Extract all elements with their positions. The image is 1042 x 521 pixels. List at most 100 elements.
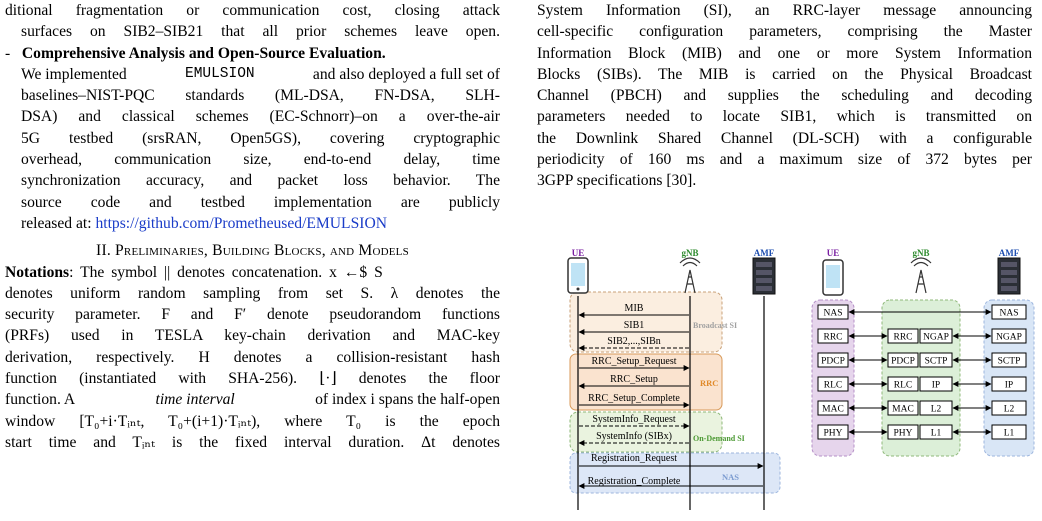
ue-stack-phy-box [817, 424, 849, 440]
amf-stack-server-icon [997, 257, 1021, 295]
amf-stack-l1-label: L1 [1004, 429, 1015, 439]
section-heading: II. Preliminaries, Building Blocks, and … [96, 242, 409, 260]
left-column: ditional fragmentation or communication … [5, 0, 500, 453]
text-line: Blocks (SIBs). The MIB is carried on the… [537, 65, 1032, 83]
text-line: (PRFs) used in TESLA key-chain derivatio… [5, 327, 500, 345]
amf-stack-l2-label: L2 [1004, 405, 1015, 415]
gnb-stack-mac-box [887, 400, 919, 416]
ue-stack-rrc-box [817, 328, 849, 344]
gnb-stack-l2-label: L2 [931, 405, 942, 415]
gnb-stack-ngap-label: NGAP [923, 333, 949, 343]
gnb-tower-icon [679, 257, 701, 294]
ue-stack-nas-box [817, 304, 849, 320]
amf-stack-ngap-label: NGAP [996, 333, 1022, 343]
text-line: DSA) and classical schemes (EC-Schnorr)–… [21, 108, 500, 126]
text-line: Information Block (MIB) and one or more … [537, 44, 1032, 62]
text-line: parameters needed to locate SIB1, which … [537, 108, 1032, 126]
gnb-stack-sctp-label: SCTP [925, 357, 948, 367]
msg-rrc-setup-complete: RRC_Setup_Complete [588, 393, 680, 404]
msg-sib1: SIB1 [624, 320, 645, 331]
gnb-stack-pdcp-box [887, 352, 919, 368]
gnb-stack-phy-box [887, 424, 919, 440]
broadcast-si-label: Broadcast SI [693, 321, 737, 330]
text-line: periodicity of 160 ms and a maximum size… [537, 151, 1032, 169]
amf-stack-sctp-box [991, 352, 1027, 368]
ue-phone-icon [567, 257, 589, 294]
text-line: baselines–NIST-PQC standards (ML-DSA, FN… [21, 87, 500, 105]
text-line: cell-specific configuration parameters, … [537, 23, 1032, 41]
ue-stack-rlc-label: RLC [824, 381, 842, 391]
gnb-stack-mac-label: MAC [892, 405, 914, 415]
gnb-stack-l1-label: L1 [931, 429, 942, 439]
notations-label: Notations [5, 263, 70, 281]
protocol-figure: UE gNB AMF MIB SIB1 SIB2,...,SIBn Broadc… [567, 248, 1035, 510]
amf-stack-l2-box [991, 400, 1027, 416]
nas-phase-label: NAS [722, 472, 739, 482]
scheme-name: EMULSION [185, 65, 255, 82]
ue-stack-pdcp-box [817, 352, 849, 368]
broadcast-si-region [569, 291, 723, 353]
text-line: the Downlink Shared Channel (DL-SCH) wit… [537, 129, 1032, 147]
gnb-stack-rlc-label: RLC [894, 381, 912, 391]
text-line: released at: https://github.com/Promethe… [21, 214, 387, 232]
msg-systeminfo-sibx: SystemInfo (SIBx) [596, 431, 672, 442]
stack-ue-label: UE [827, 248, 840, 258]
text-line: source code and testbed implementation a… [21, 193, 500, 211]
gnb-stack-ip-box [919, 376, 953, 392]
on-demand-si-label: On-Demand SI [693, 434, 745, 443]
gnb-stack-rrc-label: RRC [893, 333, 912, 343]
rrc-phase-label: RRC [700, 378, 718, 388]
text-line: ditional fragmentation or communication … [5, 2, 500, 19]
amf-server-icon [752, 257, 776, 295]
ue-stack-nas-label: NAS [823, 309, 842, 319]
text-line: derivation, respectively. H denotes a co… [5, 348, 500, 366]
amf-label: AMF [754, 248, 775, 258]
amf-stack-ip-label: IP [1005, 381, 1013, 391]
bullet-title: Comprehensive Analysis and Open-Source E… [21, 44, 386, 62]
text-line: 5G testbed (srsRAN, Open5GS), covering c… [21, 129, 500, 147]
gnb-stack-pdcp-label: PDCP [891, 357, 915, 367]
text-line: Channel (PBCH) and supplies the scheduli… [537, 87, 1032, 105]
msg-mib: MIB [625, 303, 644, 314]
text-line: function (instantiated with SHA-256). ⌊·… [5, 370, 500, 388]
gnb-stack-l1-box [919, 424, 953, 440]
ue-stack-phone-icon [822, 259, 844, 296]
amf-stack-ngap-box [991, 328, 1027, 344]
msg-systeminfo-request: SystemInfo_Request [592, 414, 676, 425]
on-demand-si-region [569, 411, 723, 453]
stack-amf-label: AMF [999, 248, 1020, 258]
text-line: surfaces on SIB2–SIB21 that all prior sc… [21, 23, 500, 41]
gnb-stack-ip-label: IP [932, 381, 940, 391]
amf-stack-nas-box [991, 304, 1027, 320]
text-line: 3GPP specifications [30]. [537, 172, 697, 190]
text-line: overhead, communication size, end-to-end… [21, 151, 500, 169]
ue-stack-rlc-box [817, 376, 849, 392]
text-line: Notations: The symbol || denotes concate… [5, 262, 500, 283]
gnb-stack-rrc-box [887, 328, 919, 344]
contribution-bullet-title: - Comprehensive Analysis and Open-Source… [5, 44, 386, 62]
amf-stack-nas-label: NAS [999, 309, 1018, 319]
stack-gnb-label: gNB [912, 248, 929, 258]
text-line: security parameter. F and F′ denote pseu… [5, 306, 500, 324]
protocol-stacks: NASRRCPDCPRLCMACPHYRRCPDCPRLCMACPHYNGAPS… [817, 304, 1027, 440]
gnb-stack-tower-icon [910, 257, 932, 294]
text-line: start time and Tᵢₙₜ is the fixed interva… [5, 433, 500, 451]
github-link[interactable]: https://github.com/Prometheused/EMULSION [95, 214, 387, 232]
right-column: System Information (SI), an RRC-layer me… [537, 0, 1032, 192]
amf-stack-ip-box [991, 376, 1027, 392]
gnb-stack-l2-box [919, 400, 953, 416]
msg-rrc-setup-request: RRC_Setup_Request [591, 356, 676, 367]
ue-stack-mac-box [817, 400, 849, 416]
nas-region [569, 452, 781, 494]
ue-label: UE [572, 248, 585, 258]
amf-stack-l1-box [991, 424, 1027, 440]
msg-rrc-setup: RRC_Setup [610, 374, 658, 385]
gnb-stack-sctp-box [919, 352, 953, 368]
msg-registration-request: Registration_Request [591, 453, 677, 464]
gnb-label: gNB [681, 248, 698, 258]
ue-stack-phy-label: PHY [823, 429, 842, 439]
ue-stack-pdcp-label: PDCP [821, 357, 845, 367]
ue-stack-rrc-label: RRC [823, 333, 842, 343]
